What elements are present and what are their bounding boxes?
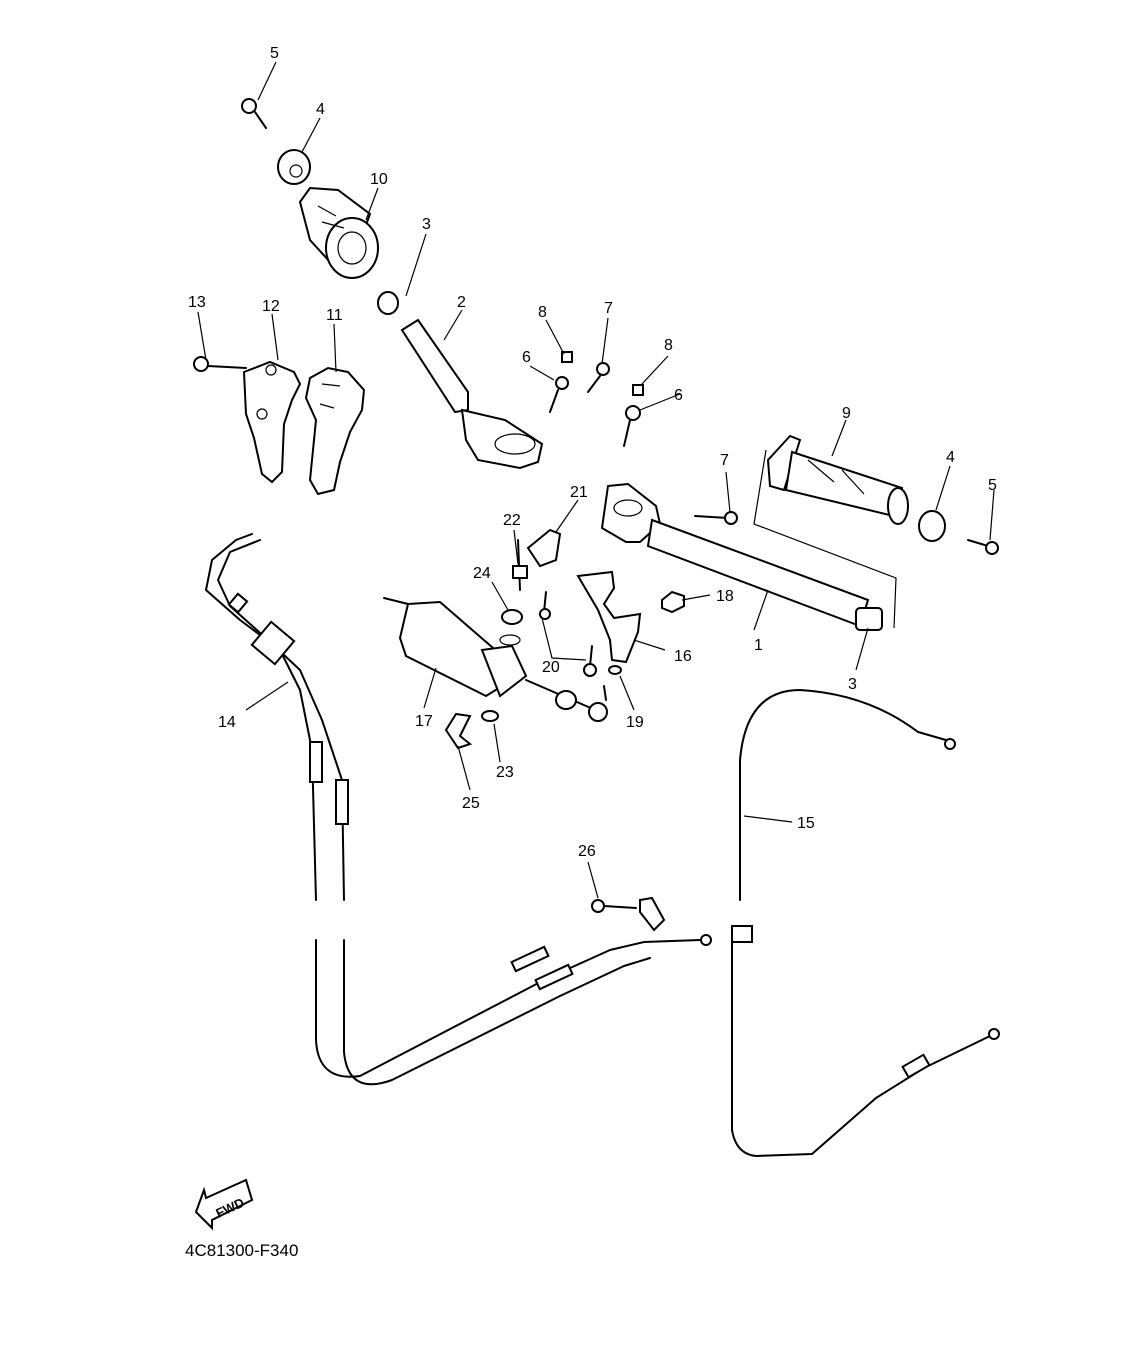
callout-23: 23 [496, 764, 514, 781]
bracket-26 [591, 896, 666, 932]
clip-25 [444, 712, 473, 750]
nut-18 [661, 590, 685, 614]
callout-4: 4 [316, 101, 325, 118]
callout-labels: 5 4 10 3 13 12 11 2 8 7 6 8 6 9 4 5 7 21… [188, 45, 997, 860]
nut-8-left [561, 351, 573, 363]
bracket-21 [526, 528, 562, 568]
callout-12: 12 [262, 298, 280, 315]
washer-19 [603, 665, 622, 701]
bolt-22 [512, 539, 528, 591]
bar-end-weight-4-left [277, 149, 311, 185]
callout-2: 2 [457, 294, 466, 311]
callout-16: 16 [674, 648, 692, 665]
callout-10: 10 [370, 171, 388, 188]
callout-6: 6 [674, 387, 683, 404]
callout-5: 5 [988, 477, 997, 494]
callout-21: 21 [570, 484, 588, 501]
collar-24 [501, 609, 523, 625]
handlebar-2-left [400, 318, 544, 470]
callout-20: 20 [542, 659, 560, 676]
switch-housing-11 [304, 366, 366, 496]
callout-11: 11 [326, 307, 343, 324]
callout-24: 24 [473, 565, 491, 582]
callout-26: 26 [578, 843, 596, 860]
callout-25: 25 [462, 795, 480, 812]
throttle-grip-10 [298, 186, 379, 279]
diagram-code: 4C81300-F340 [185, 1241, 298, 1260]
bar-end-cap-3-right [855, 607, 883, 631]
bolt-20 [539, 591, 597, 677]
callout-13: 13 [188, 294, 206, 311]
bolt-7-right [694, 511, 738, 525]
callout-8: 8 [538, 304, 547, 321]
bolt-5-right [967, 539, 999, 555]
callout-7: 7 [720, 452, 729, 469]
callout-7: 7 [604, 300, 613, 317]
bracket-16 [576, 570, 642, 664]
callout-6: 6 [522, 349, 531, 366]
bolt-6-left [549, 376, 569, 413]
callout-3: 3 [848, 676, 857, 693]
bar-end-cap-3-left [377, 291, 399, 315]
collar-23 [481, 710, 499, 722]
throttle-cable-14 [205, 533, 712, 1086]
grip-9 [766, 434, 909, 525]
callout-15: 15 [797, 815, 815, 832]
callout-8: 8 [664, 337, 673, 354]
callout-9: 9 [842, 405, 851, 422]
callout-17: 17 [415, 713, 433, 730]
switch-cover-12 [242, 360, 302, 484]
callout-5: 5 [270, 45, 279, 62]
bracket-outline-right [753, 449, 897, 629]
callout-19: 19 [626, 714, 644, 731]
fwd-arrow-icon: FWD [194, 1178, 254, 1231]
callout-22: 22 [503, 512, 521, 529]
leader-lines [197, 61, 995, 899]
callout-18: 18 [716, 588, 734, 605]
clutch-cable-15 [731, 689, 1000, 1157]
handlebar-1 [600, 482, 870, 628]
bolt-5-left [241, 98, 267, 129]
callout-3: 3 [422, 216, 431, 233]
bar-end-weight-4-right [918, 510, 946, 542]
bolt-13 [193, 356, 247, 372]
steering-damper-17 [383, 597, 608, 722]
callout-1: 1 [754, 637, 763, 654]
callout-4: 4 [946, 449, 955, 466]
bolt-6-right [623, 405, 641, 447]
callout-14: 14 [218, 714, 236, 731]
bolt-7-left [587, 362, 610, 393]
nut-8-right [632, 384, 644, 396]
